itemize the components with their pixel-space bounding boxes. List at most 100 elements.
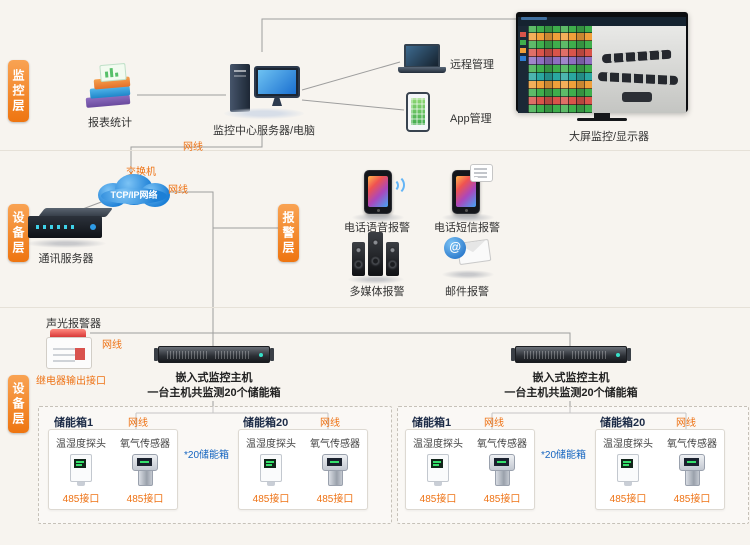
embedded-host-label-2: 嵌入式监控主机	[532, 372, 610, 384]
oxygen-sensor-unit: 氧气传感器 485接口	[471, 435, 533, 509]
monitor-center-server-icon	[224, 62, 304, 122]
temp-probe-icon	[260, 450, 282, 490]
embedded-host-label-1: 嵌入式监控主机	[175, 372, 253, 384]
big-screen-battery-view	[592, 26, 686, 113]
multimedia-alarm-label: 多媒体报警	[349, 286, 405, 298]
big-screen-menu	[518, 26, 528, 113]
big-screen-icon	[516, 12, 688, 121]
port-485-label: 485接口	[483, 494, 521, 505]
storage-box-1-label-left: 储能箱1	[54, 417, 94, 429]
mail-alarm-label: 邮件报警	[445, 286, 489, 298]
temp-probe-icon	[70, 450, 92, 490]
temp-probe-label: 温湿度探头	[246, 439, 296, 450]
layer-tab-device-mid-label: 设备层	[11, 210, 25, 256]
layer-tab-alarm: 报警层	[278, 204, 299, 262]
big-screen-label: 大屏监控/显示器	[568, 131, 650, 143]
more-boxes-note-left: *20储能箱	[184, 450, 230, 461]
multimedia-alarm-speakers-icon	[352, 230, 400, 276]
oxygen-sensor-label: 氧气传感器	[310, 439, 360, 450]
oxygen-sensor-unit: 氧气传感器 485接口	[661, 435, 723, 509]
multimedia-alarm-shadow	[348, 275, 404, 284]
mail-alarm-icon	[444, 234, 492, 270]
sensor-box-1: 温湿度探头 485接口 氧气传感器 485接口	[48, 429, 178, 510]
section-divider	[0, 307, 750, 308]
temp-probe-label: 温湿度探头	[603, 439, 653, 450]
netcable-label-4: 网线	[128, 418, 148, 429]
port-485-label: 485接口	[419, 494, 457, 505]
sms-alarm-phone-icon	[452, 164, 493, 214]
layer-tab-device-bottom: 设备层	[8, 375, 29, 433]
switch-label: 交换机	[126, 167, 156, 178]
layer-tab-monitoring-label: 监控层	[11, 68, 25, 114]
temp-probe-label: 温湿度探头	[56, 439, 106, 450]
port-485-label: 485接口	[673, 494, 711, 505]
sensor-box-4: 温湿度探头 485接口 氧气传感器 485接口	[595, 429, 725, 510]
oxygen-sensor-icon	[132, 450, 158, 490]
oxygen-sensor-label: 氧气传感器	[477, 439, 527, 450]
oxygen-sensor-icon	[322, 450, 348, 490]
sms-alarm-label: 电话短信报警	[434, 222, 500, 234]
storage-box-20-label-right: 储能箱20	[600, 417, 646, 429]
oxygen-sensor-icon	[489, 450, 515, 490]
sms-alarm-shadow	[442, 213, 494, 222]
report-stats-label: 报表统计	[88, 117, 132, 129]
voice-alarm-shadow	[352, 213, 404, 222]
netcable-label-3: 网线	[102, 340, 122, 351]
host-desc-2: 一台主机共监测20个储能箱	[504, 387, 638, 399]
temp-probe-icon	[617, 450, 639, 490]
comm-server-shadow	[26, 239, 106, 248]
comm-server-icon	[28, 206, 114, 242]
netcable-label-5: 网线	[320, 418, 340, 429]
remote-mgmt-laptop-icon	[398, 44, 446, 76]
oxygen-sensor-unit: 氧气传感器 485接口	[304, 435, 366, 509]
embedded-host-device-2	[511, 346, 631, 363]
port-485-label: 485接口	[609, 494, 647, 505]
tcpip-cloud-icon: TCP/IP网络	[96, 173, 172, 209]
voice-alarm-phone-icon	[364, 170, 405, 214]
voice-alarm-label: 电话语音报警	[344, 222, 410, 234]
port-485-label: 485接口	[252, 494, 290, 505]
section-divider	[0, 150, 750, 151]
port-485-label: 485接口	[62, 494, 100, 505]
storage-box-1-label-right: 储能箱1	[412, 417, 452, 429]
temp-probe-unit: 温湿度探头 485接口	[240, 435, 302, 509]
layer-tab-alarm-label: 报警层	[281, 210, 295, 256]
temp-probe-icon	[427, 450, 449, 490]
layer-tab-monitoring: 监控层	[8, 60, 29, 122]
report-stats-icon	[84, 62, 138, 112]
monitor-center-server-label: 监控中心服务器/电脑	[212, 125, 316, 137]
big-screen-header	[518, 17, 686, 26]
netcable-label-2: 网线	[168, 185, 188, 196]
app-mgmt-label: App管理	[450, 113, 492, 125]
temp-probe-unit: 温湿度探头 485接口	[597, 435, 659, 509]
relay-output-port-label: 继电器输出接口	[36, 376, 106, 387]
layer-tab-device-mid: 设备层	[8, 204, 29, 262]
oxygen-sensor-icon	[679, 450, 705, 490]
embedded-host-device-1	[154, 346, 274, 363]
sound-light-alarm-label: 声光报警器	[46, 318, 101, 330]
oxygen-sensor-label: 氧气传感器	[120, 439, 170, 450]
more-boxes-note-right: *20储能箱	[541, 450, 587, 461]
temp-probe-unit: 温湿度探头 485接口	[407, 435, 469, 509]
temp-probe-unit: 温湿度探头 485接口	[50, 435, 112, 509]
port-485-label: 485接口	[316, 494, 354, 505]
netcable-label-6: 网线	[484, 418, 504, 429]
sound-light-alarm-icon	[46, 329, 92, 369]
comm-server-label: 通讯服务器	[38, 253, 94, 265]
big-screen-tile-grid	[528, 26, 592, 113]
port-485-label: 485接口	[126, 494, 164, 505]
sensor-box-2: 温湿度探头 485接口 氧气传感器 485接口	[238, 429, 368, 510]
storage-box-20-label-left: 储能箱20	[243, 417, 289, 429]
netcable-label-7: 网线	[676, 418, 696, 429]
sensor-box-3: 温湿度探头 485接口 氧气传感器 485接口	[405, 429, 535, 510]
remote-mgmt-label: 远程管理	[450, 59, 494, 71]
temp-probe-label: 温湿度探头	[413, 439, 463, 450]
oxygen-sensor-unit: 氧气传感器 485接口	[114, 435, 176, 509]
layer-tab-device-bottom-label: 设备层	[11, 381, 25, 427]
app-mgmt-phone-icon	[406, 92, 430, 132]
tcpip-cloud-label: TCP/IP网络	[110, 190, 158, 200]
host-desc-1: 一台主机共监测20个储能箱	[147, 387, 281, 399]
oxygen-sensor-label: 氧气传感器	[667, 439, 717, 450]
netcable-label-1: 网线	[183, 142, 203, 153]
